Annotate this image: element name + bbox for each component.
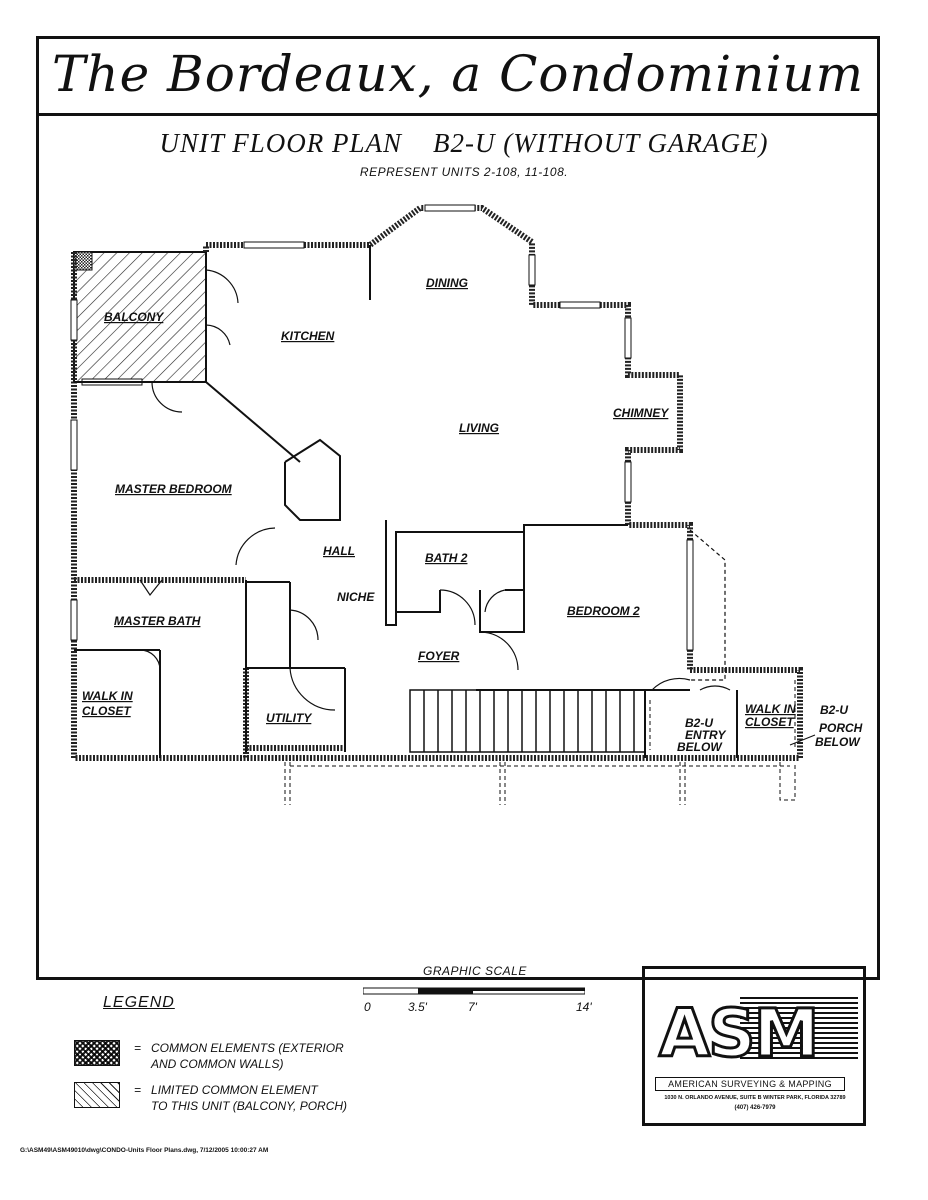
- plan-subtitle: REPRESENT UNITS 2-108, 11-108.: [359, 165, 569, 179]
- title-box: The Bordeaux, a Condominium: [36, 36, 880, 116]
- logo-lines: [740, 997, 858, 1059]
- label-porch-below-2: PORCH: [819, 721, 863, 735]
- room-label-kitchen: KITCHEN: [281, 329, 335, 343]
- label-entry-below-1: B2-U: [685, 716, 713, 730]
- limited-common-swatch: [74, 1082, 120, 1108]
- room-label-walk-in-left-1: WALK IN: [82, 689, 133, 703]
- room-label-utility: UTILITY: [266, 711, 312, 725]
- legend-item-limited: = LIMITED COMMON ELEMENT TO THIS UNIT (B…: [74, 1082, 347, 1114]
- room-label-foyer: FOYER: [418, 649, 460, 663]
- room-label-living: LIVING: [459, 421, 499, 435]
- company-address: 1030 N. ORLANDO AVENUE, SUITE B WINTER P…: [664, 1095, 846, 1101]
- scale-tick-2: 7': [468, 1000, 477, 1014]
- scale-bar: [363, 987, 585, 995]
- company-block: ASM AMERICAN SURVEYING & MAPPING 1030 N.…: [642, 966, 866, 1126]
- company-phone: (407) 426-7979: [734, 1105, 776, 1111]
- room-label-dining: DINING: [426, 276, 468, 290]
- scale-tick-0: 0: [364, 1000, 371, 1014]
- label-entry-below-2: ENTRY: [685, 728, 726, 742]
- legend-title: LEGEND: [103, 994, 175, 1011]
- room-label-bath2: BATH 2: [425, 551, 468, 565]
- scale-tick-3: 14': [576, 1000, 592, 1014]
- plan-title: UNIT FLOOR PLAN B2-U (WITHOUT GARAGE): [159, 128, 769, 158]
- room-label-balcony: BALCONY: [104, 310, 164, 324]
- legend-limited-line1: LIMITED COMMON ELEMENT: [151, 1083, 318, 1097]
- legend-limited-line2: TO THIS UNIT (BALCONY, PORCH): [151, 1099, 348, 1113]
- interior-walls: [74, 245, 738, 758]
- room-label-chimney: CHIMNEY: [613, 406, 669, 420]
- room-label-master-bedroom: MASTER BEDROOM: [115, 482, 233, 496]
- room-label-walk-in-left-2: CLOSET: [82, 704, 132, 718]
- page-title: The Bordeaux, a Condominium: [52, 45, 864, 103]
- file-path: G:\ASM49\ASM49010\dwg\CONDO-Units Floor …: [20, 1147, 269, 1154]
- scale-title: GRAPHIC SCALE: [423, 964, 527, 978]
- scale-tick-1: 3.5': [408, 1000, 427, 1014]
- label-porch-below-1: B2-U: [820, 703, 848, 717]
- room-label-hall: HALL: [323, 544, 355, 558]
- room-label-bedroom2: BEDROOM 2: [567, 604, 640, 618]
- label-entry-below-3: BELOW: [677, 740, 723, 754]
- lower-level-outline: [284, 680, 796, 805]
- stairs: [409, 689, 646, 753]
- door-swings: [139, 269, 731, 711]
- room-label-niche: NICHE: [337, 590, 375, 604]
- company-name: AMERICAN SURVEYING & MAPPING: [655, 1077, 845, 1091]
- legend-item-common: = COMMON ELEMENTS (EXTERIOR AND COMMON W…: [74, 1040, 344, 1072]
- common-elements-swatch: [74, 1040, 120, 1066]
- room-label-master-bath: MASTER BATH: [114, 614, 201, 628]
- legend-common-line2: AND COMMON WALLS): [151, 1057, 284, 1071]
- room-label-walk-in-right-1: WALK IN: [745, 702, 796, 716]
- room-label-walk-in-right-2: CLOSET: [745, 715, 795, 729]
- legend-common-line1: COMMON ELEMENTS (EXTERIOR: [151, 1041, 344, 1055]
- label-porch-below-3: BELOW: [815, 735, 861, 749]
- company-logo: ASM: [657, 994, 820, 1074]
